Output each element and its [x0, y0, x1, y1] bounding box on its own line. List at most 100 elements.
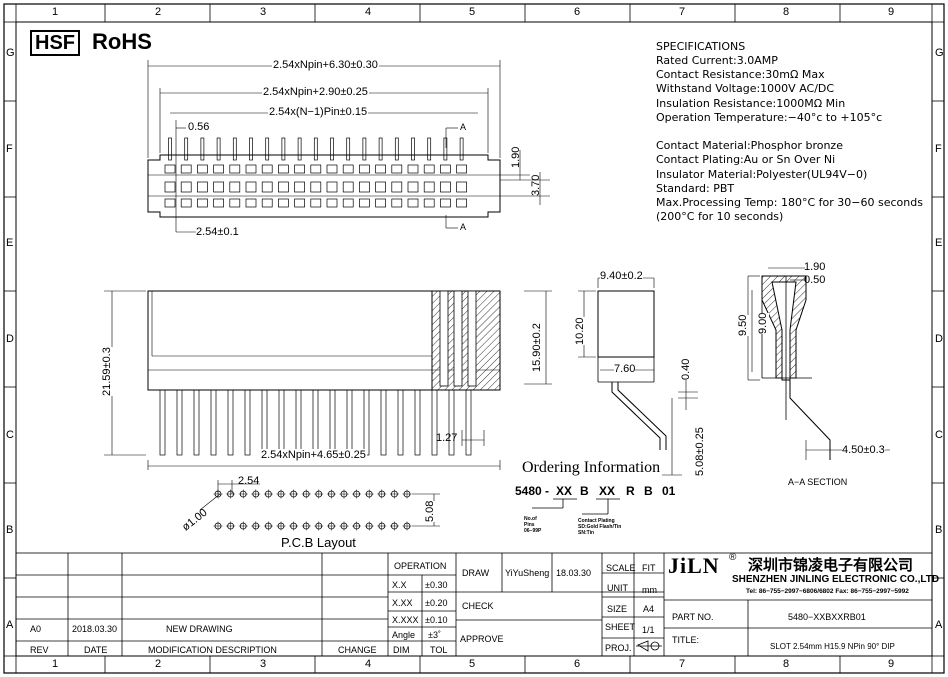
description-header: MODIFICATION DESCRIPTION	[148, 645, 277, 655]
description-value: NEW DRAWING	[166, 624, 233, 634]
column-label-4: 4	[365, 658, 372, 670]
spec-line: Insulation Resistance:1000MΩ Min	[656, 96, 846, 110]
dim-top-pitch: 2.54x(N−1)Pin±0.15	[268, 106, 369, 118]
column-label-9: 9	[888, 6, 895, 18]
column-label-6: 6	[574, 6, 581, 18]
order-code-b1: B	[580, 484, 589, 498]
zone-ticks	[4, 4, 944, 673]
dim-front-small: 1.27	[436, 432, 458, 444]
sheet-value: 1/1	[642, 625, 655, 635]
row-label-G: G	[6, 47, 15, 59]
column-label-3: 3	[260, 658, 267, 670]
dim-front-height: 21.59±0.3	[101, 347, 113, 396]
hsf-badge: HSF	[30, 30, 80, 56]
note-plating-1: Contact Plating	[578, 518, 615, 524]
dim-top-overall: 2.54xNpin+6.30±0.30	[272, 59, 379, 71]
spec-line: (200°C for 10 seconds)	[656, 210, 784, 224]
row-label-F: F	[6, 143, 13, 155]
title-block-grid	[15, 552, 933, 657]
order-code-b2: B	[644, 484, 653, 498]
scale-value: FIT	[642, 563, 656, 573]
tol-val-2: ±0.20	[425, 598, 448, 608]
column-label-8: 8	[783, 658, 790, 670]
size-value: A4	[643, 604, 655, 614]
front-view	[104, 290, 552, 470]
dim-top-middle: 2.54xNpin+2.90±0.25	[262, 86, 369, 98]
outer-frame	[3, 3, 945, 674]
dim-pitch: 2.54±0.1	[196, 226, 239, 238]
unit-label: UNIT	[607, 583, 628, 593]
spec-line: Contact Resistance:30mΩ Max	[656, 68, 825, 82]
note-plating-2: SD:Gold Flash/Tin	[578, 524, 622, 530]
column-label-5: 5	[469, 658, 476, 670]
draw-label: DRAW	[462, 568, 490, 578]
column-label-2: 2	[155, 6, 162, 18]
date-header: DATE	[84, 645, 108, 655]
dim-side-height: 10.20	[574, 317, 586, 345]
order-code-r: R	[626, 484, 635, 498]
row-label-A: A	[935, 619, 943, 631]
column-label-3: 3	[260, 6, 267, 18]
dim-sec-offset: 4.50±0.3	[842, 444, 885, 456]
sheet-label: SHEET	[605, 622, 636, 632]
dim-right-1: 1.90	[510, 146, 522, 168]
tol-dim-4: Angle	[392, 630, 416, 640]
order-code-plating: XX	[599, 484, 616, 498]
section-view	[747, 267, 890, 460]
spec-line: Standard: PBT	[656, 181, 735, 195]
title-label: TITLE:	[672, 635, 700, 645]
column-label-9: 9	[888, 658, 895, 670]
row-label-D: D	[935, 333, 943, 345]
note-pins-1: No.of	[524, 516, 537, 522]
tol-dim-3: X.XXX	[392, 615, 419, 625]
dim-pcb-row: 5.08	[424, 500, 436, 522]
rohs-badge: RoHS	[92, 29, 152, 54]
dim-side-depth: 7.60	[614, 363, 636, 375]
order-code-prefix: 5480 -	[515, 484, 550, 498]
column-label-7: 7	[679, 658, 686, 670]
operation-label: OPERATION	[394, 561, 447, 571]
row-label-E: E	[6, 237, 14, 249]
pcb-title: P.C.B Layout	[281, 535, 356, 550]
dim-pin-width: 0.56	[188, 121, 210, 133]
row-label-A: A	[6, 619, 14, 631]
column-label-5: 5	[469, 6, 476, 18]
spec-line: Contact Material:Phosphor bronze	[656, 139, 843, 153]
draw-date: 18.03.30	[556, 568, 592, 578]
tol-val-3: ±0.10	[425, 615, 448, 625]
drawer-name: YiYuSheng	[505, 568, 550, 578]
spec-line: Contact Plating:Au or Sn Over Ni	[656, 153, 836, 167]
size-label: SIZE	[607, 604, 628, 614]
pcb-layout	[199, 480, 440, 531]
dim-right-2: 3.70	[530, 174, 542, 196]
tol-header: TOL	[430, 645, 448, 655]
spec-line: Insulator Material:Polyester(UL94V−0)	[656, 167, 868, 181]
section-mark-bottom: A	[460, 222, 467, 232]
note-pins-3: 06−99P	[524, 528, 542, 534]
dim-sec-h2: 9.00	[757, 312, 769, 334]
ordering-title: Ordering Information	[522, 459, 661, 476]
dim-side-tail: 5.08±0.25	[694, 427, 706, 476]
dim-front-width: 2.54xNpin+4.65±0.25	[260, 449, 367, 461]
row-label-D: D	[6, 333, 14, 345]
order-code-pins: XX	[556, 484, 573, 498]
spec-line: Operation Temperature:−40°c to +105°c	[656, 110, 883, 124]
dim-side-pin: 0.40	[680, 358, 692, 380]
spec-line: Rated Current:3.0AMP	[656, 54, 778, 67]
dim-pcb-pitch: 2.54	[238, 475, 260, 487]
column-label-8: 8	[783, 6, 790, 18]
scale-label: SCALE	[606, 563, 636, 573]
unit-value: mm	[642, 585, 657, 595]
spec-line: Withstand Voltage:1000V AC/DC	[656, 82, 835, 96]
title-value: SLOT 2.54mm H15.9 NPin 90° DIP	[770, 642, 895, 651]
ordering-leaders	[532, 498, 620, 515]
column-label-1: 1	[52, 6, 59, 18]
dim-header: DIM	[393, 645, 410, 655]
row-label-F: F	[935, 143, 942, 155]
tol-dim-1: X.X	[392, 580, 407, 590]
company-name-en: SHENZHEN JINLING ELECTRONIC CO.,LTD	[732, 574, 940, 585]
company-logo: JiLN	[668, 553, 720, 578]
part-no-label: PART NO.	[672, 612, 714, 622]
row-label-C: C	[935, 429, 943, 441]
proj-label: PROJ.	[605, 643, 632, 653]
